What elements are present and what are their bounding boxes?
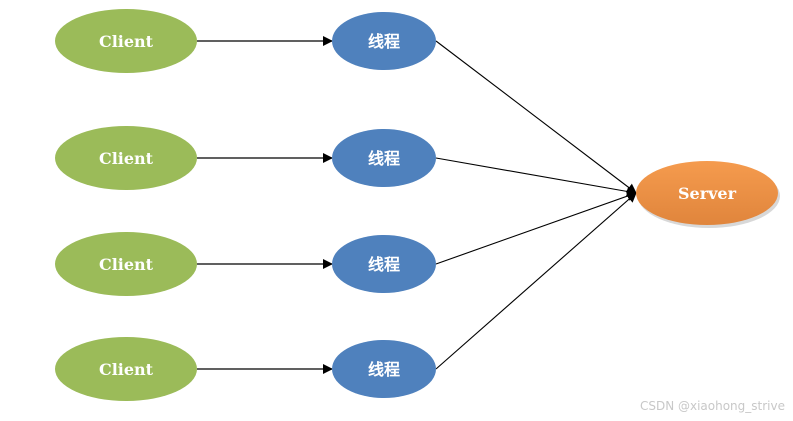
thread-node-label: 线程	[368, 255, 400, 274]
thread-node: 线程	[332, 12, 436, 70]
server-node-label: Server	[678, 184, 737, 203]
client-node-label: Client	[99, 32, 154, 51]
client-node-label: Client	[99, 360, 154, 379]
client-node: Client	[55, 232, 197, 296]
thread-node-shape	[332, 340, 436, 398]
thread-node: 线程	[332, 235, 436, 293]
client-node: Client	[55, 337, 197, 401]
client-node-label: Client	[99, 255, 154, 274]
edge-thread-server	[435, 192, 637, 370]
edge-thread-server	[435, 191, 637, 265]
client-node-label: Client	[99, 149, 154, 168]
client-node: Client	[55, 126, 197, 190]
edge-thread-server	[435, 40, 637, 194]
thread-node-label: 线程	[368, 360, 400, 379]
client-node: Client	[55, 9, 197, 73]
thread-node: 线程	[332, 340, 436, 398]
client-node-shape	[55, 9, 197, 73]
client-node-shape	[55, 232, 197, 296]
thread-node: 线程	[332, 129, 436, 187]
client-node-shape	[55, 126, 197, 190]
edge-thread-server	[435, 157, 637, 197]
thread-node-label: 线程	[368, 32, 400, 51]
watermark: CSDN @xiaohong_strive	[639, 399, 785, 413]
server-node-shape	[636, 161, 778, 225]
thread-node-label: 线程	[368, 149, 400, 168]
server-node: Server	[636, 161, 778, 225]
thread-node-shape	[332, 129, 436, 187]
thread-node-shape	[332, 235, 436, 293]
thread-node-shape	[332, 12, 436, 70]
client-node-shape	[55, 337, 197, 401]
